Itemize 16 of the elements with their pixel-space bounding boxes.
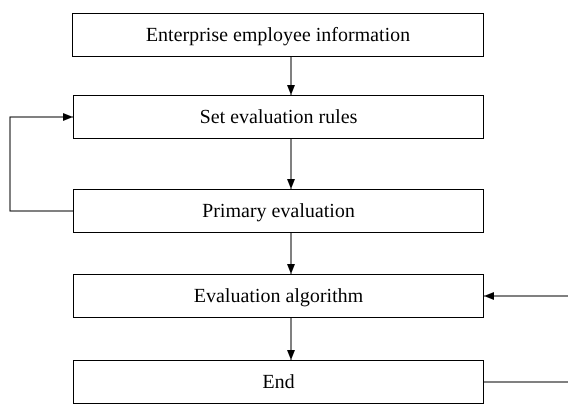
arrow: [287, 138, 295, 190]
process-box: [73, 189, 484, 233]
process-box: [73, 95, 484, 139]
box-label: Set evaluation rules: [200, 106, 358, 128]
arrow: [484, 292, 568, 300]
box-label: Evaluation algorithm: [194, 284, 364, 308]
arrow: [287, 232, 295, 274]
process-box: [72, 13, 484, 57]
process-box: [73, 360, 484, 404]
arrow: [287, 56, 295, 96]
box-label: Primary evaluation: [202, 200, 355, 222]
process-box: [73, 274, 484, 318]
box-label: Enterprise employee information: [146, 24, 410, 46]
arrow: [287, 318, 295, 360]
arrow: [10, 113, 74, 212]
box-label: End: [262, 370, 295, 394]
